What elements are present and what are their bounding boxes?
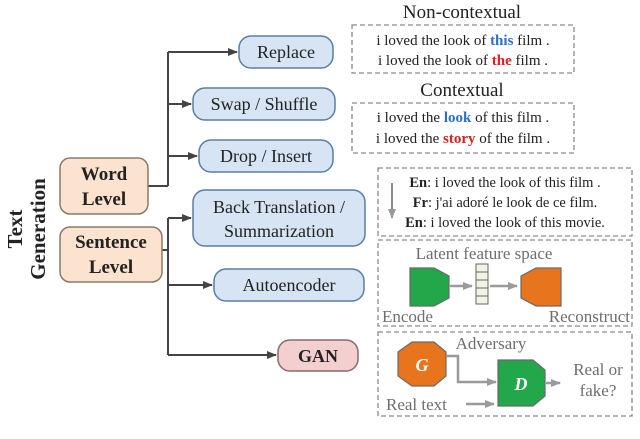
real-text-label: Real text — [386, 395, 447, 414]
swap-shuffle-label: Swap / Shuffle — [211, 94, 318, 114]
swap-shuffle-node: Swap / Shuffle — [192, 87, 336, 121]
result-line1: Real or — [573, 360, 623, 379]
adversary-arrow — [446, 354, 497, 386]
encode-label: Encode — [382, 307, 433, 326]
contextual-line2: i loved the story of the film . — [376, 131, 550, 147]
back-translation-line1: Back Translation / — [213, 197, 345, 217]
replace-node: Replace — [238, 35, 334, 69]
contextual-example-box: i loved the look of this film . i loved … — [351, 102, 575, 154]
adversary-label: Adversary — [456, 334, 527, 353]
root-label-line2: Generation — [26, 178, 50, 280]
translation-line3: En: i loved the look of this movie. — [405, 215, 605, 231]
latent-space-label: Latent feature space — [416, 244, 553, 263]
translation-line2: Fr: j'ai adoré le look de ce film. — [413, 195, 598, 211]
root-label-line1: Text — [3, 210, 27, 249]
gan-example-box: G Adversary D Real or fake? Real text — [377, 331, 633, 417]
sentence-level-node: Sentence Level — [59, 226, 163, 283]
noncontextual-highlight-2: the — [492, 53, 512, 69]
reconstruct-label: Reconstruct — [549, 307, 630, 326]
word-level-line1: Word — [81, 164, 128, 185]
word-level-connectors — [138, 48, 238, 187]
noncontextual-line2: i loved the look of the film . — [378, 53, 548, 69]
sentence-level-line1: Sentence — [75, 232, 147, 253]
green-trapezoid-icon — [409, 267, 450, 307]
back-translation-node: Back Translation / Summarization — [192, 189, 366, 247]
translation-lang-2: Fr — [413, 195, 429, 211]
drop-insert-node: Drop / Insert — [198, 139, 334, 173]
generator-icon — [397, 341, 447, 387]
word-level-node: Word Level — [59, 157, 149, 215]
noncontextual-highlight-1: this — [490, 33, 514, 49]
latent-vector-icon — [475, 263, 489, 305]
autoencoder-example-box: Latent feature space Encode Reconstruct — [377, 239, 633, 327]
root-label: Text Generation — [3, 178, 50, 280]
contextual-line1: i loved the look of this film . — [377, 110, 550, 126]
discriminator-icon — [497, 359, 546, 407]
drop-insert-label: Drop / Insert — [220, 146, 312, 166]
contextual-highlight-1: look — [444, 110, 472, 126]
discriminator-letter: D — [514, 374, 528, 394]
autoencoder-node: Autoencoder — [213, 268, 365, 302]
gan-label: GAN — [298, 346, 338, 366]
autoencoder-label: Autoencoder — [243, 275, 336, 295]
sentence-level-line2: Level — [89, 257, 133, 278]
noncontextual-title: Non-contextual — [403, 2, 521, 23]
orange-trapezoid-icon — [520, 267, 562, 307]
replace-label: Replace — [257, 42, 315, 62]
result-line2: fake? — [580, 381, 617, 400]
back-translation-line2: Summarization — [224, 221, 334, 241]
contextual-title: Contextual — [420, 80, 503, 101]
noncontextual-example-box: i loved the look of this film . i loved … — [351, 24, 575, 74]
noncontextual-line1: i loved the look of this film . — [376, 33, 549, 49]
contextual-highlight-2: story — [443, 131, 476, 147]
translation-line1: En: i loved the look of this film . — [409, 175, 600, 191]
translation-lang-1: En — [409, 175, 427, 191]
translation-lang-3: En — [405, 215, 423, 231]
gan-node: GAN — [277, 339, 359, 372]
translation-example-box: En: i loved the look of this film . Fr: … — [377, 167, 633, 237]
word-level-line2: Level — [82, 189, 126, 210]
generator-letter: G — [416, 355, 429, 375]
